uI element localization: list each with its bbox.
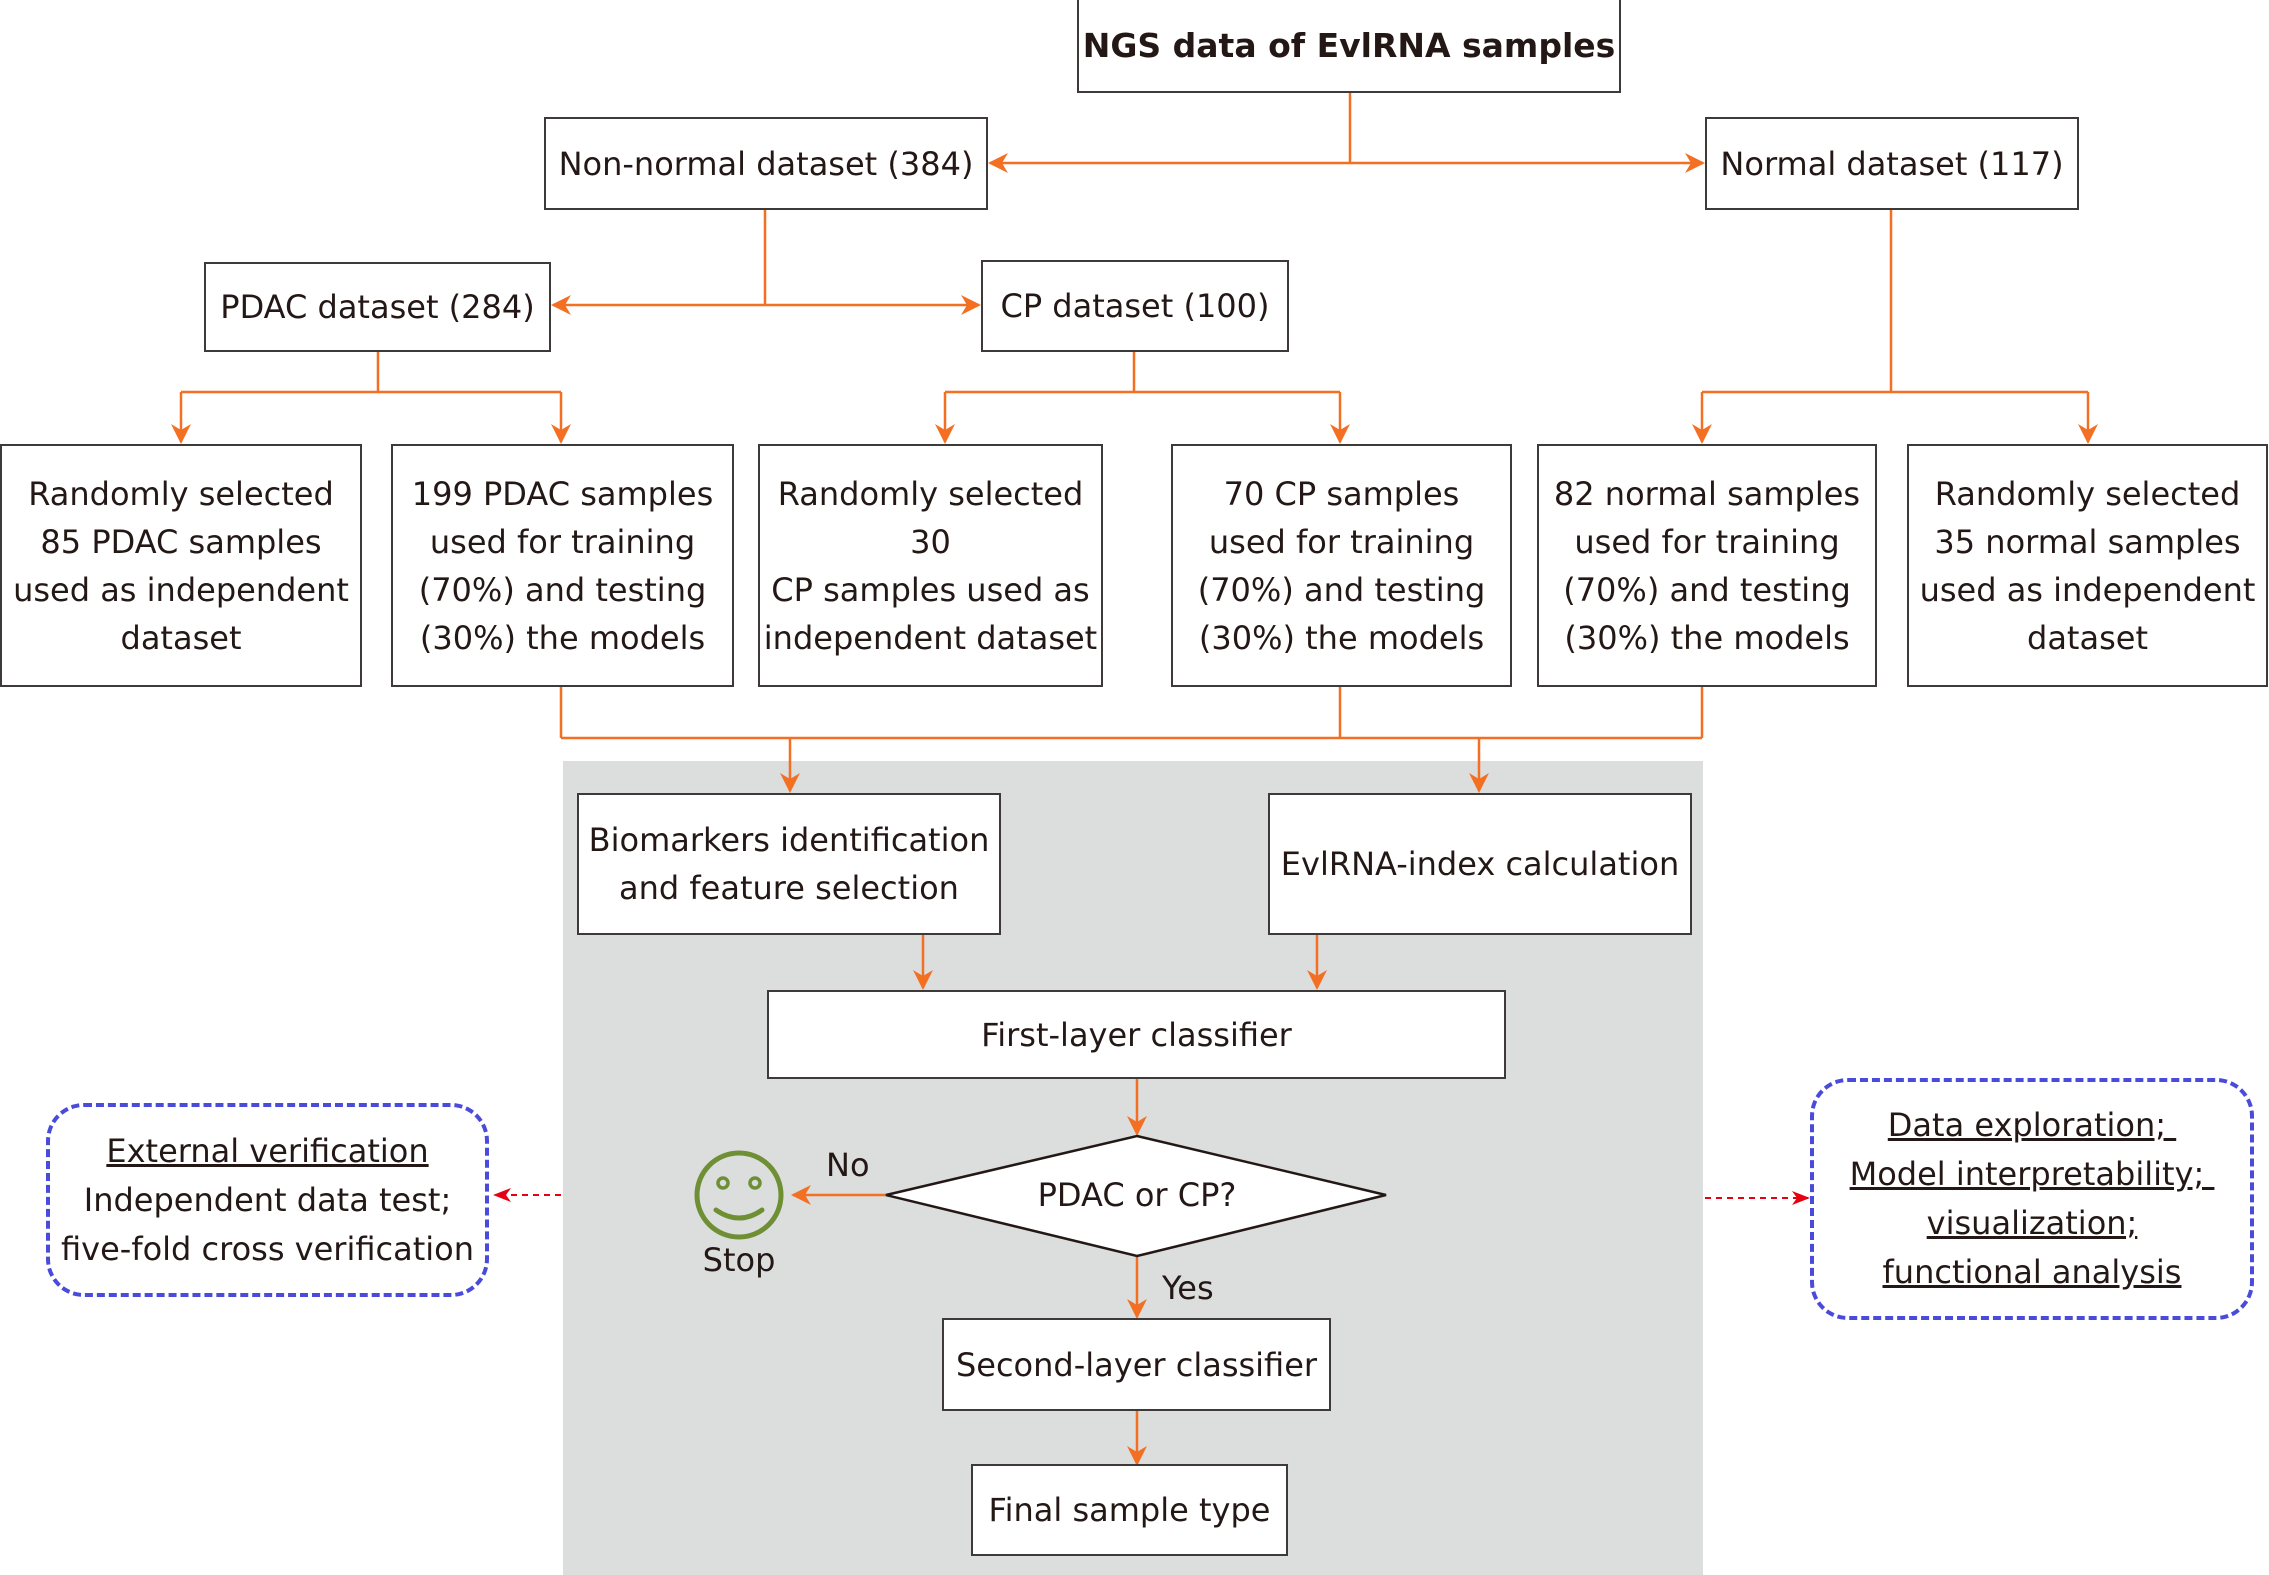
split-line: (70%) and testing — [418, 570, 707, 609]
split-line: (30%) the models — [1564, 618, 1850, 657]
split-line: 35 normal samples — [1934, 522, 2241, 561]
pdac-label: PDAC dataset (284) — [220, 288, 535, 326]
first-classifier-label: First-layer classifier — [981, 1015, 1292, 1054]
split-line: used for training — [1208, 522, 1475, 561]
external-heading: External verification — [106, 1131, 429, 1170]
index-label: EvlRNA-index calculation — [1280, 845, 1680, 883]
analysis-line: Data exploration; — [1887, 1106, 2177, 1144]
connector-cp-down — [945, 352, 1340, 394]
decision-label: PDAC or CP? — [1037, 1176, 1237, 1214]
non-normal-dataset-node: Non-normal dataset (384) — [544, 117, 988, 210]
split-line: Randomly selected 30 — [777, 474, 1084, 561]
split-line: used as independent — [1919, 570, 2256, 609]
split-line: 82 normal samples — [1553, 474, 1861, 513]
split-node-normal-independent: Randomly selected 35 normal samples used… — [1907, 444, 2268, 687]
split-node-cp-training: 70 CP samples used for training (70%) an… — [1171, 444, 1512, 687]
split-line: (30%) the models — [1198, 618, 1485, 657]
split-line: independent dataset — [763, 618, 1098, 657]
analysis-line: Model interpretability; — [1849, 1155, 2215, 1193]
cp-label: CP dataset (100) — [1000, 287, 1270, 325]
analysis-line: visualization; — [1926, 1204, 2138, 1242]
split-line: 85 PDAC samples — [40, 522, 322, 561]
non-normal-label: Non-normal dataset (384) — [558, 144, 974, 183]
analysis-line: functional analysis — [1882, 1253, 2182, 1291]
split-line: dataset — [120, 618, 242, 657]
connector-pdac-down — [181, 352, 561, 394]
stop-smiley-icon — [694, 1150, 784, 1240]
split-node-pdac-independent: Randomly selected 85 PDAC samples used a… — [0, 444, 362, 687]
split-line: used for training — [1574, 522, 1840, 561]
connector-merge — [559, 687, 1704, 740]
split-line: CP samples used as — [771, 570, 1090, 609]
no-label: No — [826, 1146, 870, 1184]
stop-label: Stop — [702, 1241, 776, 1279]
second-classifier-label: Second-layer classifier — [955, 1345, 1318, 1384]
normal-label: Normal dataset (117) — [1720, 144, 2064, 183]
split-line: used for training — [429, 522, 696, 561]
analysis-box: Data exploration; Model interpretability… — [1810, 1078, 2254, 1320]
split-line: (70%) and testing — [1563, 570, 1851, 609]
index-calculation-node: EvlRNA-index calculation — [1268, 793, 1692, 935]
split-line: Randomly selected — [1934, 474, 2241, 513]
biomarkers-node: Biomarkers identification and feature se… — [577, 793, 1001, 935]
final-sample-type-node: Final sample type — [971, 1464, 1288, 1556]
split-line: used as independent — [13, 570, 349, 609]
external-verification-box: External verification Independent data t… — [46, 1103, 489, 1297]
normal-dataset-node: Normal dataset (117) — [1705, 117, 2079, 210]
root-node: NGS data of EvlRNA samples — [1077, 0, 1621, 93]
split-line: (70%) and testing — [1197, 570, 1486, 609]
decision-diamond — [885, 1134, 1387, 1258]
split-line: Randomly selected — [28, 474, 334, 513]
second-layer-classifier-node: Second-layer classifier — [942, 1318, 1331, 1411]
split-line: dataset — [2027, 618, 2148, 657]
split-node-cp-independent: Randomly selected 30 CP samples used as … — [758, 444, 1103, 687]
external-line: Independent data test; — [83, 1180, 452, 1219]
split-node-normal-training: 82 normal samples used for training (70%… — [1537, 444, 1877, 687]
split-line: (30%) the models — [419, 618, 706, 657]
cp-dataset-node: CP dataset (100) — [981, 260, 1289, 352]
split-line: 70 CP samples — [1223, 474, 1460, 513]
final-label: Final sample type — [988, 1491, 1271, 1529]
first-layer-classifier-node: First-layer classifier — [767, 990, 1506, 1079]
split-node-pdac-training: 199 PDAC samples used for training (70%)… — [391, 444, 734, 687]
external-line: five-fold cross verification — [60, 1229, 474, 1268]
pdac-dataset-node: PDAC dataset (284) — [204, 262, 551, 352]
yes-label: Yes — [1162, 1269, 1214, 1307]
biomarkers-line: and feature selection — [619, 869, 959, 907]
biomarkers-line: Biomarkers identification — [588, 821, 990, 859]
connector-normal-down — [1702, 210, 2088, 394]
root-title: NGS data of EvlRNA samples — [1082, 25, 1616, 65]
split-line: 199 PDAC samples — [411, 474, 714, 513]
